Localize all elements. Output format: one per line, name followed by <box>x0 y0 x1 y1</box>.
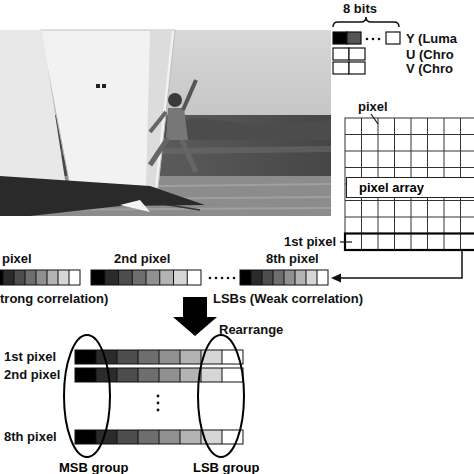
ellipsis-dots <box>209 277 236 280</box>
pointer-label: 1st pixel <box>284 234 336 249</box>
correlation-label: LSBs (Weak correlation) <box>213 291 363 306</box>
channel-label: V (Chro <box>406 61 453 76</box>
correlation-label: trong correlation) <box>0 291 108 306</box>
pixel-label: pixel <box>2 251 32 266</box>
step-label: Rearrange <box>219 322 283 337</box>
pointer-label: pixel <box>358 99 388 114</box>
group-ellipse: LSB group <box>197 334 245 458</box>
node-text: LSB group <box>193 460 259 474</box>
ellipsis-dots <box>366 38 381 41</box>
leader-line <box>371 114 378 124</box>
photo <box>0 30 331 216</box>
arrow-head <box>331 274 341 283</box>
leader-line <box>340 241 352 242</box>
channel-label: U (Chro <box>406 47 454 62</box>
ellipse-shape <box>64 335 110 457</box>
pixel-label: 2nd pixel <box>114 251 170 266</box>
bits-label: 8 bits <box>343 1 377 16</box>
bit-boxes <box>333 32 400 74</box>
pixel-label: 8th pixel <box>266 251 319 266</box>
ellipse-outline <box>63 334 111 458</box>
node-text: MSB group <box>59 460 128 474</box>
array-box: pixel array <box>346 177 474 198</box>
ellipse-shape <box>198 335 244 457</box>
bit-brace <box>333 17 399 27</box>
ellipse-outline <box>197 334 245 458</box>
pixel-row <box>0 270 328 285</box>
pixel-grid <box>345 118 474 250</box>
group-ellipse: MSB group <box>63 334 111 458</box>
pixel-label: 1st pixel <box>4 349 56 364</box>
rearranged-bars <box>75 350 243 444</box>
flow-arrow <box>340 250 462 278</box>
channel-label: Y (Luma <box>406 31 457 46</box>
node-text: pixel array <box>359 180 424 195</box>
rearrange-arrow <box>173 297 217 336</box>
pixel-label: 8th pixel <box>4 429 57 444</box>
pixel-label: 2nd pixel <box>4 367 60 382</box>
ellipsis-dots <box>157 395 160 412</box>
